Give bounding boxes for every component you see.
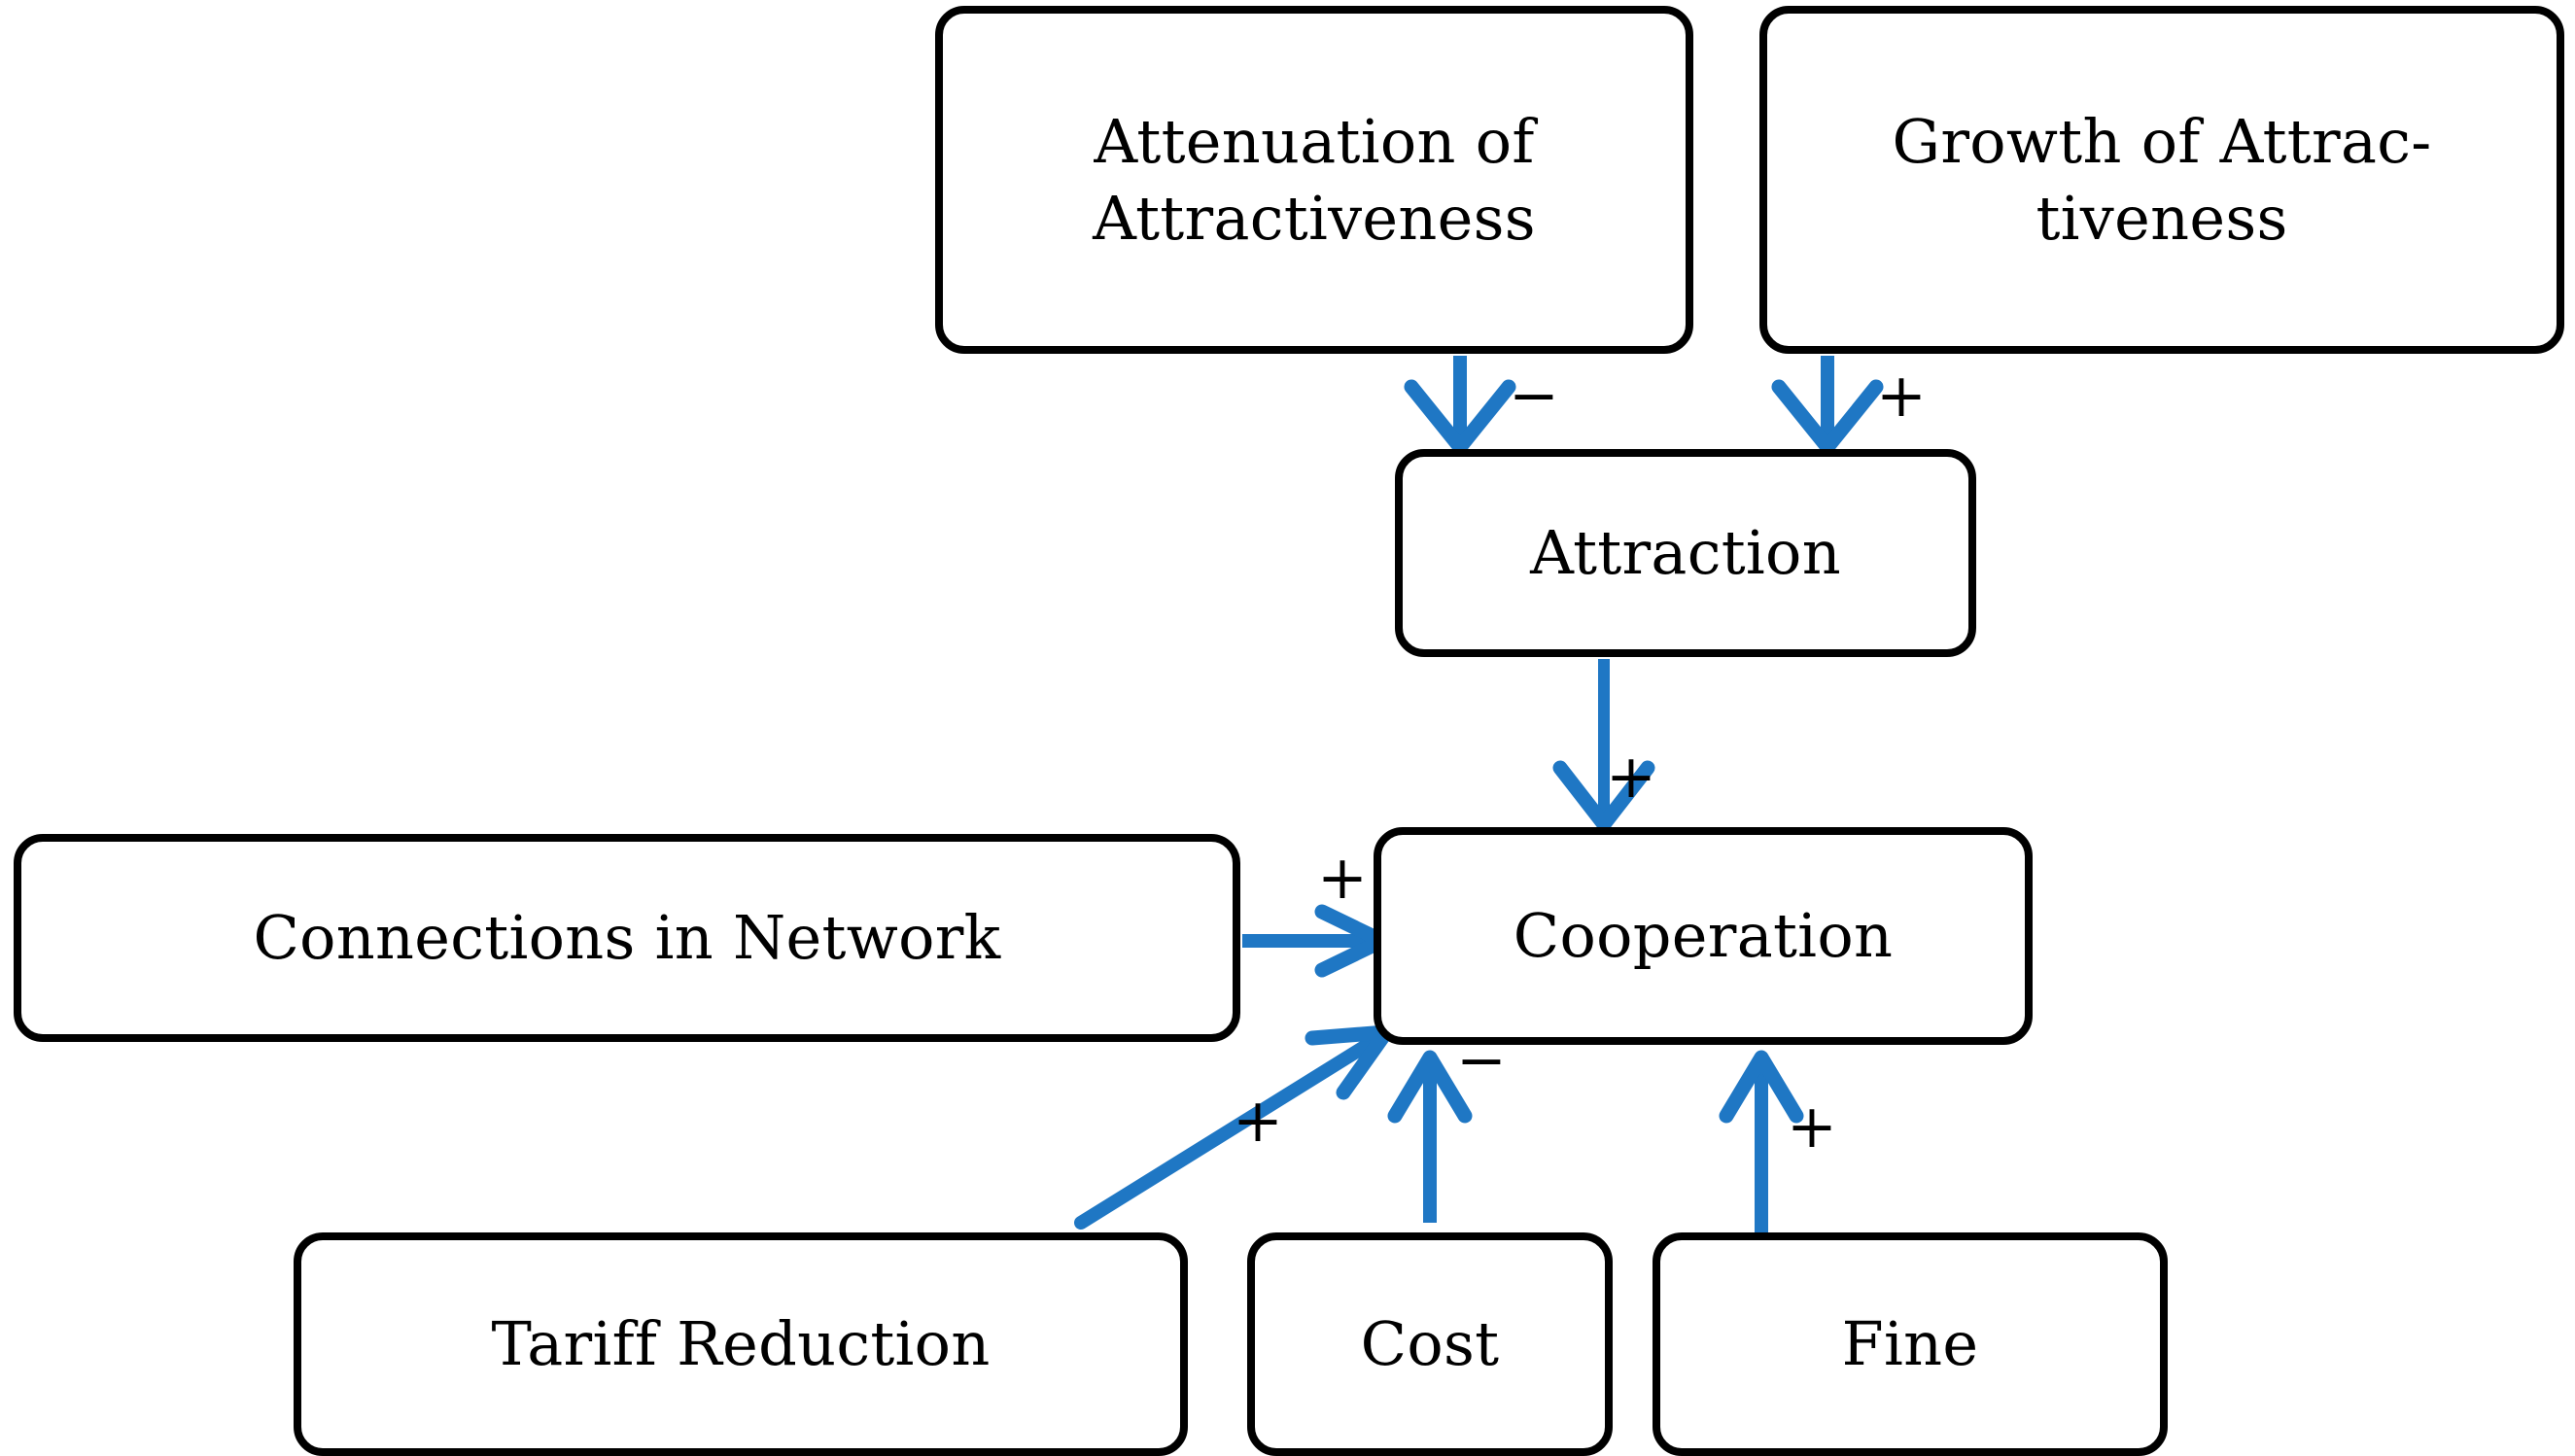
edge-sign-tariff-to-cooperation: +: [1233, 1085, 1283, 1156]
edge-growth-to-attraction: [1771, 356, 1884, 455]
node-label: Attraction: [1530, 517, 1841, 589]
node-growth-of-attractiveness[interactable]: Growth of Attrac- tiveness: [1759, 6, 2564, 354]
node-tariff-reduction[interactable]: Tariff Reduction: [294, 1232, 1188, 1456]
edge-sign-growth-to-attraction: +: [1876, 360, 1927, 431]
edge-sign-attenuation-to-attraction: −: [1509, 360, 1559, 431]
node-label: Growth of Attrac- tiveness: [1892, 105, 2432, 254]
edge-sign-attraction-to-cooperation: +: [1606, 741, 1656, 812]
node-label: Tariff Reduction: [491, 1308, 991, 1380]
node-label: Attenuation of Attractiveness: [1093, 105, 1536, 254]
node-connections-in-network[interactable]: Connections in Network: [14, 834, 1240, 1042]
node-fine[interactable]: Fine: [1653, 1232, 2168, 1456]
edge-cost-to-cooperation: [1387, 1050, 1473, 1223]
node-attraction[interactable]: Attraction: [1395, 449, 1976, 657]
edge-sign-cost-to-cooperation: −: [1456, 1024, 1507, 1095]
node-label: Cooperation: [1513, 900, 1894, 972]
node-cooperation[interactable]: Cooperation: [1374, 827, 2033, 1045]
edge-attenuation-to-attraction: [1404, 356, 1516, 455]
node-attenuation-of-attractiveness[interactable]: Attenuation of Attractiveness: [935, 6, 1693, 354]
node-label: Connections in Network: [253, 902, 1001, 974]
node-cost[interactable]: Cost: [1247, 1232, 1613, 1456]
edge-sign-connections-to-cooperation: +: [1317, 842, 1368, 913]
node-label: Cost: [1360, 1308, 1500, 1380]
edge-connections-to-cooperation: [1242, 904, 1390, 978]
node-label: Fine: [1841, 1308, 1979, 1380]
edge-sign-fine-to-cooperation: +: [1787, 1091, 1837, 1161]
